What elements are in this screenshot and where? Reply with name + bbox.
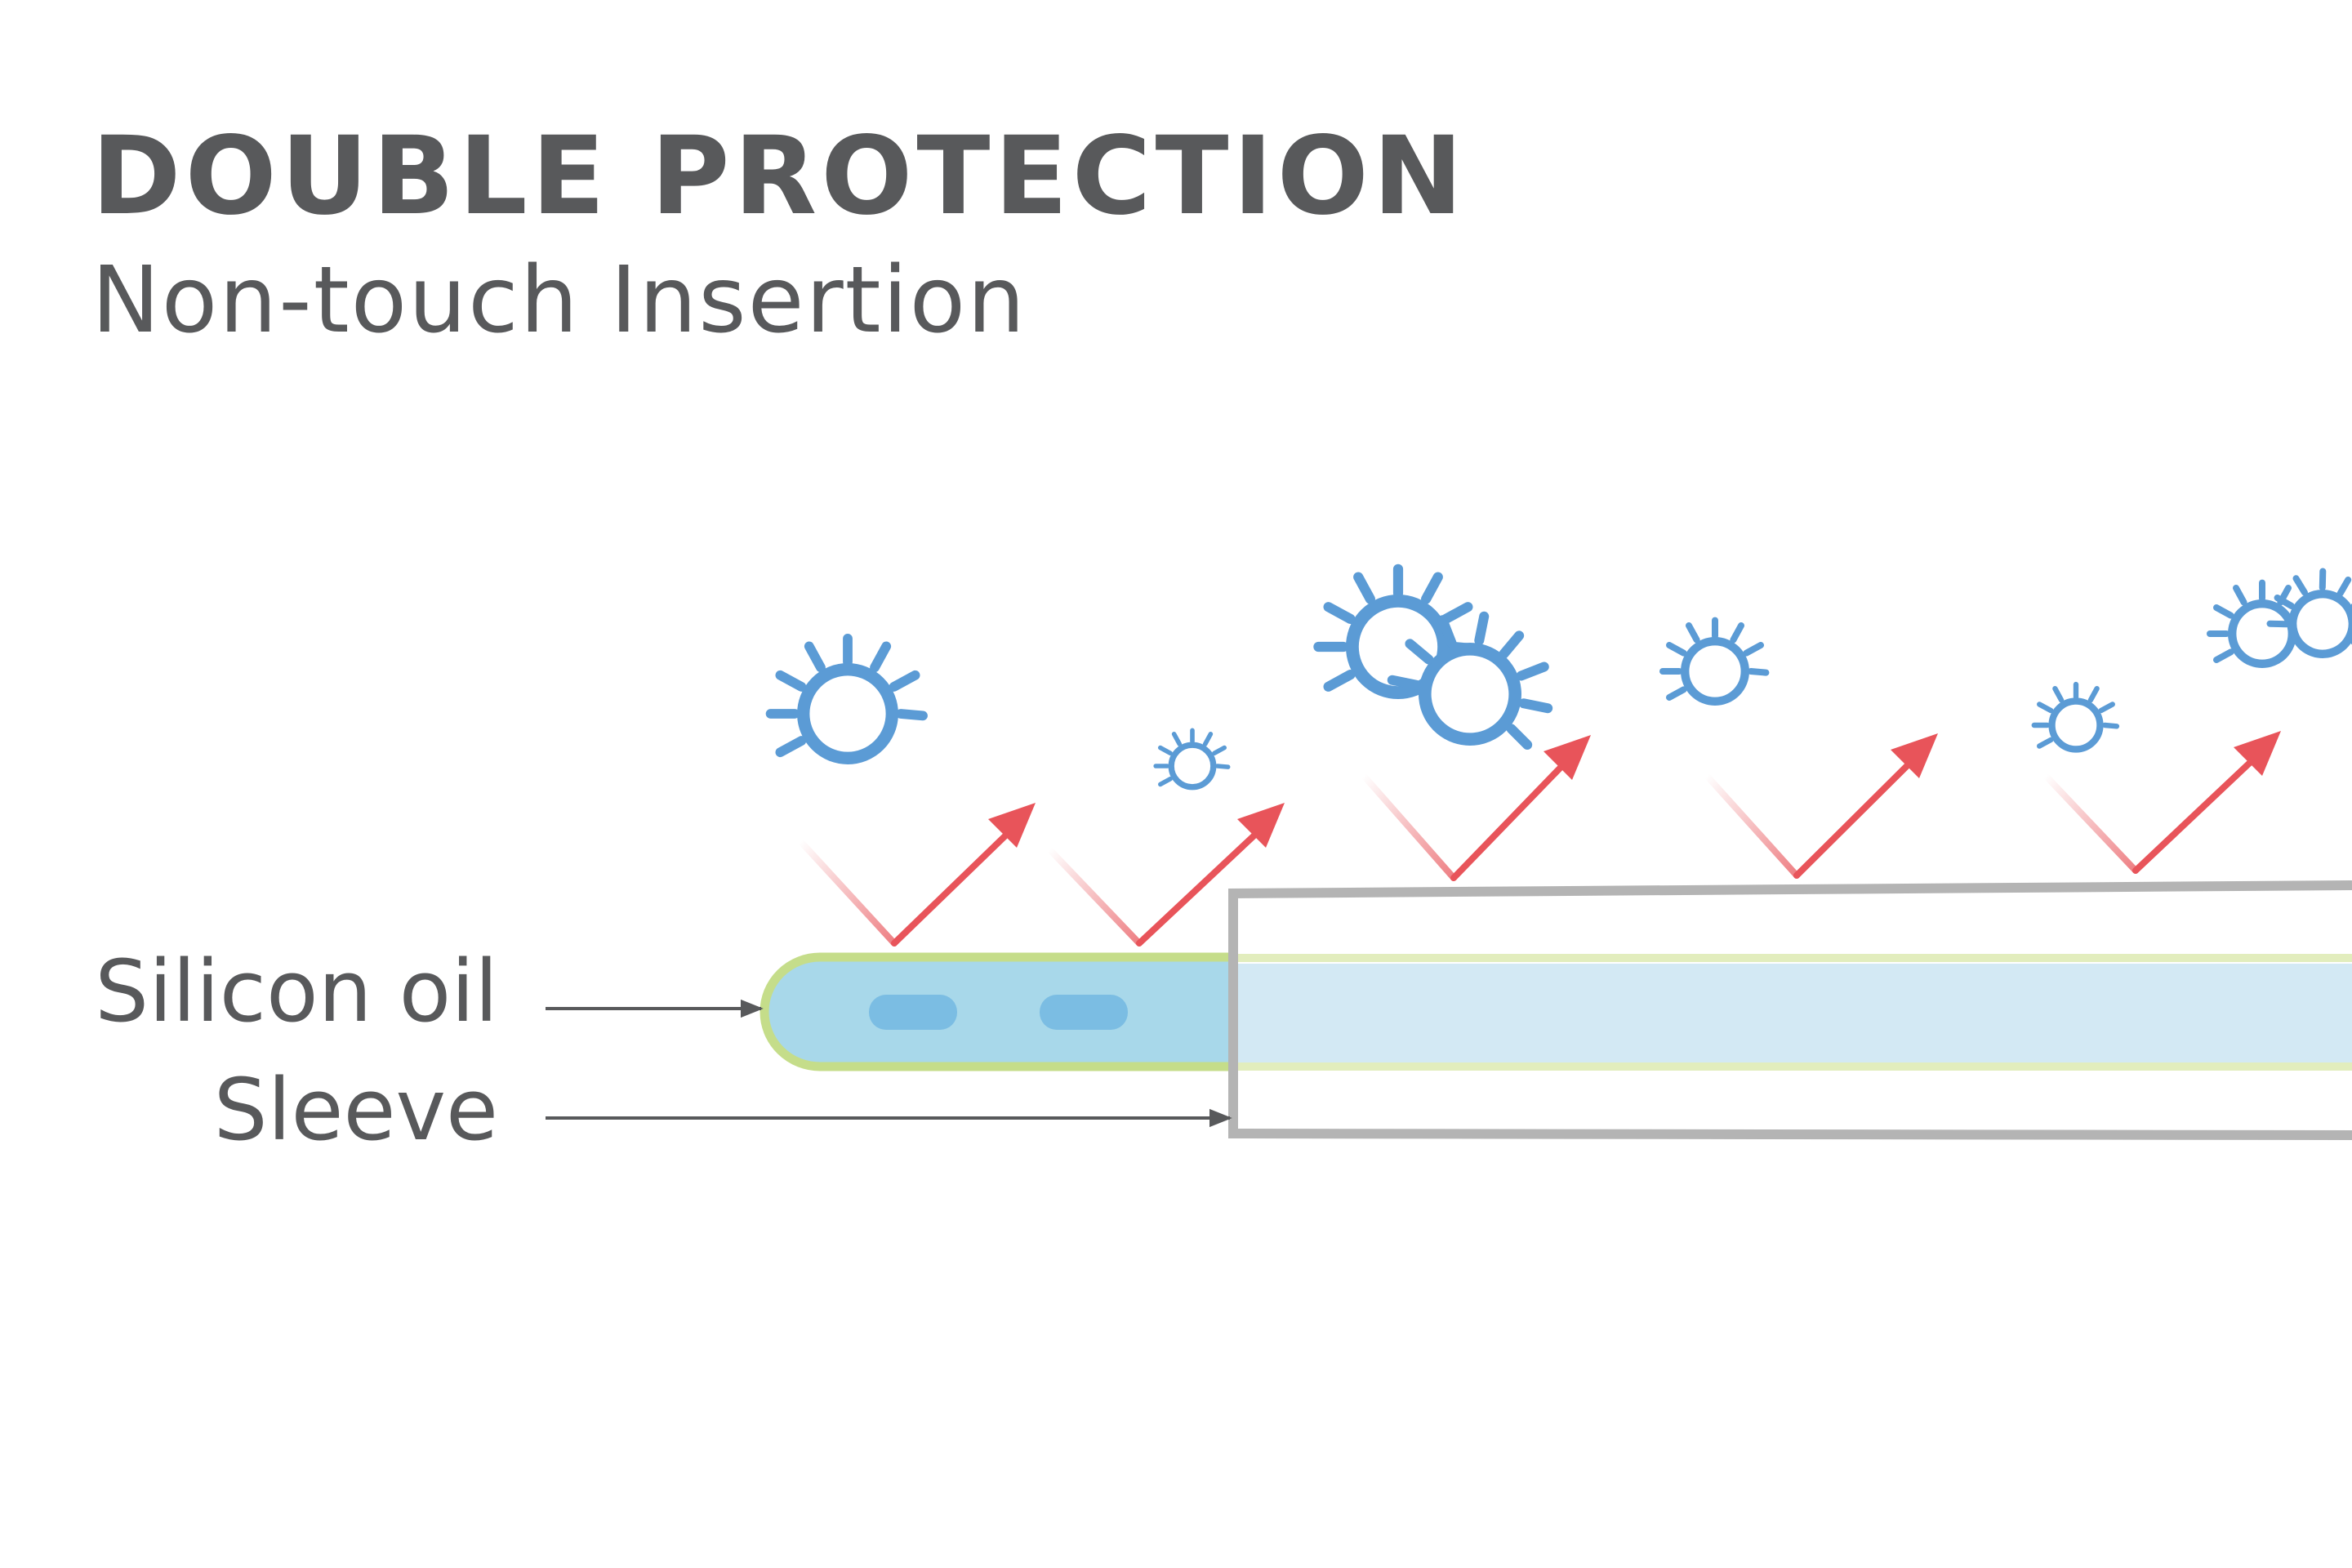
lumen-mark: [1040, 995, 1128, 1030]
germ-icon: [771, 639, 923, 758]
germ-icon: [2034, 684, 2117, 749]
sleeve-label: Sleeve: [213, 1060, 498, 1160]
page-title: DOUBLE PROTECTION: [91, 114, 1468, 239]
sleeve-outline: [1228, 880, 2352, 1140]
page-subtitle: Non-touch Insertion: [91, 247, 1027, 354]
catheter-tip: [760, 952, 1237, 1071]
silicon-oil-label: Silicon oil: [95, 942, 498, 1041]
deflect-arrow-icon: [2042, 731, 2281, 874]
deflect-arrow-icon: [1704, 733, 1938, 879]
catheter-inner-body: [1233, 964, 2352, 1063]
germ-icon: [1156, 730, 1227, 786]
deflect-arrow-icon: [1361, 735, 1591, 881]
deflect-arrow-icon: [1046, 803, 1285, 947]
lumen-mark: [869, 995, 957, 1030]
deflect-arrow-icon: [797, 803, 1036, 947]
germ-icon: [1663, 621, 1766, 702]
